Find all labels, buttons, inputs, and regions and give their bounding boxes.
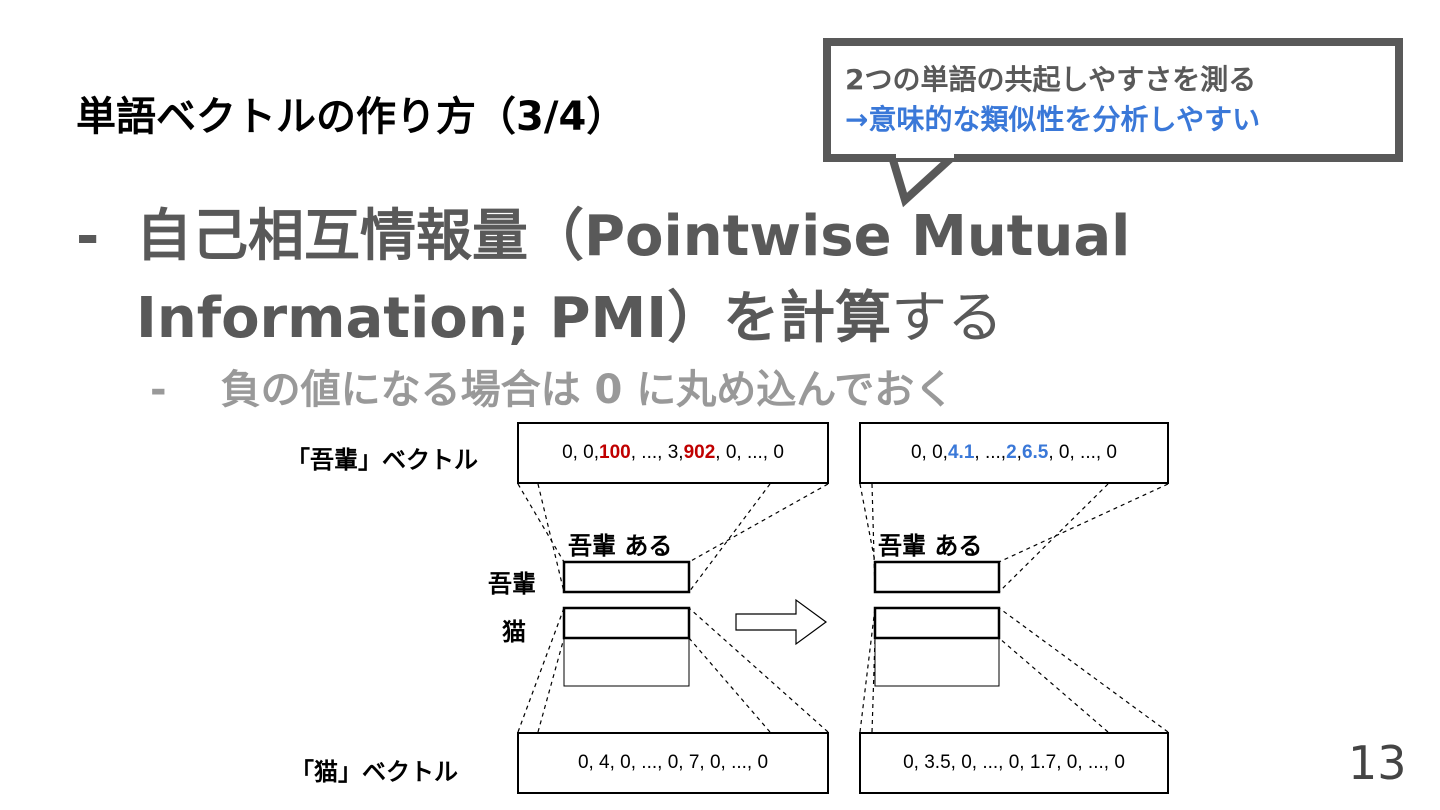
page-number: 13: [1348, 736, 1407, 790]
callout-box: 2つの単語の共起しやすさを測る →意味的な類似性を分析しやすい: [823, 38, 1403, 162]
vec-text: ,: [1016, 442, 1022, 463]
vec-text: , ..., 3,: [630, 442, 684, 463]
sub-bullet-dash: -: [150, 367, 167, 413]
right-arrow-icon: [735, 598, 828, 646]
slide-title: 単語ベクトルの作り方（3/4）: [76, 94, 627, 140]
vec-highlight-value: 4.1: [947, 442, 975, 463]
main-bullet-bold: 自己相互情報量（Pointwise Mutual Information; PM…: [136, 204, 1131, 351]
vec-text: 0, 0,: [562, 442, 600, 463]
callout-line-2: →意味的な類似性を分析しやすい: [845, 103, 1261, 136]
right-wagahai-vector: 0, 0, 4.1, ..., 2, 6.5, 0, ..., 0: [859, 422, 1169, 484]
vec-text: , 0, ..., 0: [1048, 442, 1118, 463]
vec-highlight-value: 2: [1006, 442, 1017, 463]
right-pmi-matrix: [873, 560, 1001, 687]
callout-tail-join: [896, 150, 954, 158]
callout-line-1: 2つの単語の共起しやすさを測る: [845, 63, 1257, 96]
vec-text: , 0, ..., 0: [715, 442, 784, 463]
left-neko-vector: 0, 4, 0, ..., 0, 7, 0, ..., 0: [517, 732, 829, 794]
right-matrix-column-header: 吾輩 ある: [878, 532, 983, 560]
main-bullet-light: する: [891, 286, 1004, 351]
wagahai-vector-label: 「吾輩」ベクトル: [286, 446, 478, 474]
left-cooccurrence-matrix: [562, 560, 691, 687]
dashed-projection-lines: [517, 483, 1169, 733]
left-matrix-row-label-wagahai: 吾輩: [488, 570, 536, 598]
vec-highlight-value: 6.5: [1021, 442, 1049, 463]
main-bullet-dash: -: [76, 204, 100, 269]
right-neko-vector: 0, 3.5, 0, ..., 0, 1.7, 0, ..., 0: [859, 732, 1169, 794]
vec-highlight-value: 902: [683, 442, 716, 463]
sub-bullet-text: 負の値になる場合は 0 に丸め込んでおく: [220, 367, 955, 413]
vec-text: , ...,: [974, 442, 1007, 463]
sub-bullet: - 負の値になる場合は 0 に丸め込んでおく: [150, 362, 954, 418]
left-matrix-column-header: 吾輩 ある: [568, 532, 673, 560]
neko-vector-label: 「猫」ベクトル: [290, 758, 458, 786]
left-matrix-row-label-neko: 猫: [502, 618, 526, 646]
vec-highlight-value: 100: [599, 442, 631, 463]
main-bullet-text: 自己相互情報量（Pointwise Mutual Information; PM…: [136, 196, 1176, 360]
main-bullet: - 自己相互情報量（Pointwise Mutual Information; …: [76, 196, 1176, 360]
left-wagahai-vector: 0, 0, 100, ..., 3, 902, 0, ..., 0: [517, 422, 829, 484]
vec-text: 0, 0,: [910, 442, 948, 463]
